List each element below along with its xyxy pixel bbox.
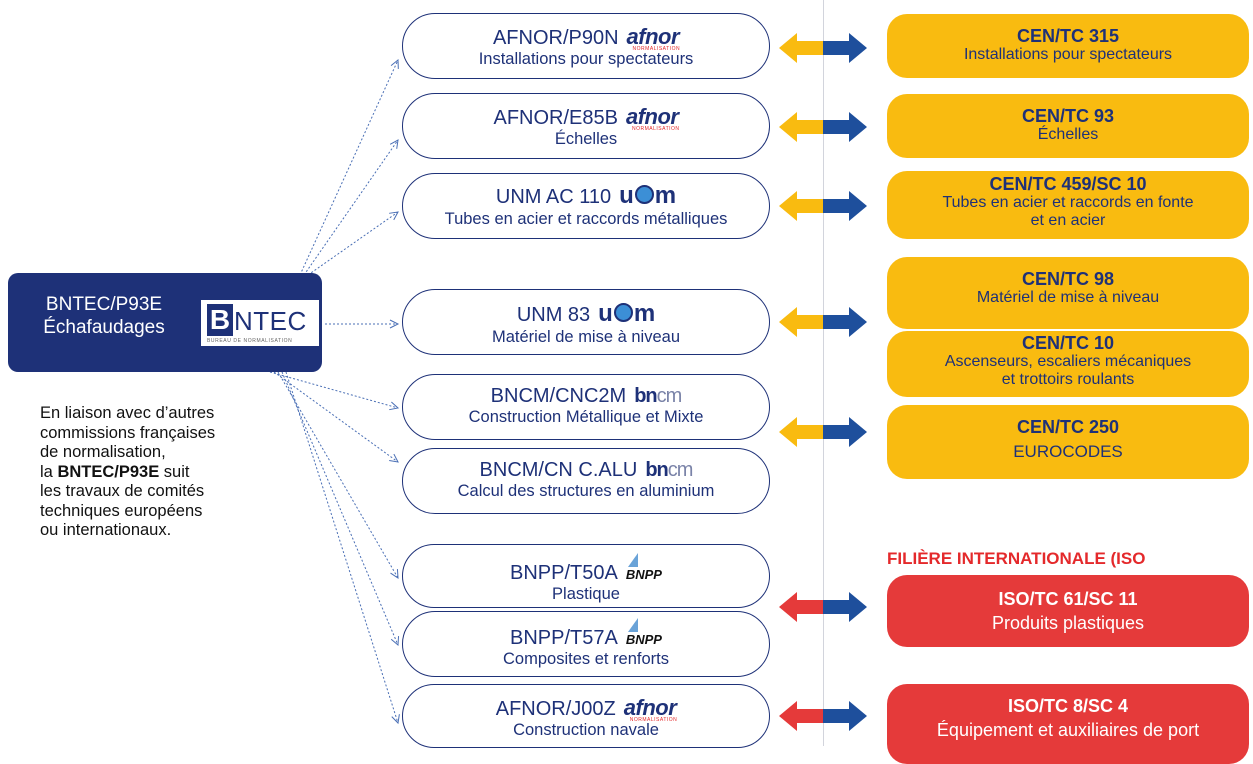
iso-box-tc8-sc4: ISO/TC 8/SC 4 Équipement et auxiliaires … <box>887 684 1249 764</box>
cen-box-tc315: CEN/TC 315 Installations pour spectateur… <box>887 14 1249 78</box>
cen-box-tc93: CEN/TC 93 Échelles <box>887 94 1249 158</box>
connector-line <box>307 211 399 276</box>
connector-arrowhead-icon <box>389 319 400 329</box>
column-divider <box>823 0 824 746</box>
bidirectional-arrow-icon <box>779 191 867 221</box>
bidirectional-arrow-icon <box>779 592 867 622</box>
center-code: BNTEC/P93E <box>45 294 163 315</box>
bncm-logo: bncm <box>634 385 682 407</box>
connector-line <box>303 139 399 276</box>
connector-line <box>299 59 399 276</box>
bidirectional-arrow-icon <box>779 112 867 142</box>
connector-arrowhead-icon <box>390 636 400 647</box>
bidirectional-arrow-icon <box>779 307 867 337</box>
connector-line <box>273 371 399 463</box>
connector-arrowhead-icon <box>389 453 399 463</box>
cen-box-tc98: CEN/TC 98 Matériel de mise à niveau <box>887 257 1249 329</box>
connector-arrowhead-icon <box>389 139 399 149</box>
bntec-committee-box: BNTEC/P93E Échafaudages B NTEC BUREAU DE… <box>8 273 322 372</box>
bnpp-logo: BNPP <box>626 618 662 647</box>
liaison-note: En liaison avec d’autres commissions fra… <box>40 404 216 539</box>
connector-arrowhead-icon <box>391 714 400 725</box>
bidirectional-arrow-icon <box>779 417 867 447</box>
bntec-logo: B NTEC BUREAU DE NORMALISATION <box>201 300 319 346</box>
bncm-logo: bncm <box>645 459 693 481</box>
iso-box-tc61-sc11: ISO/TC 61/SC 11 Produits plastiques <box>887 575 1249 647</box>
connector-arrowhead-icon <box>389 401 400 411</box>
cen-box-tc459-sc10: CEN/TC 459/SC 10 Tubes en acier et racco… <box>887 171 1249 239</box>
connector-arrowhead-icon <box>390 58 399 69</box>
international-heading: FILIÈRE INTERNATIONALE (ISO <box>887 549 1146 568</box>
connector-lines <box>269 58 400 725</box>
connector-line <box>281 371 399 646</box>
bidirectional-arrow-icon <box>779 701 867 731</box>
center-title: Échafaudages <box>43 317 165 338</box>
connector-arrowhead-icon <box>389 211 399 221</box>
connector-line <box>285 371 399 724</box>
connector-arrowhead-icon <box>390 569 399 579</box>
bidirectional-arrow-icon <box>779 33 867 63</box>
cen-box-tc10: CEN/TC 10 Ascenseurs, escaliers mécaniqu… <box>887 331 1249 397</box>
connector-line <box>269 371 399 409</box>
bnpp-logo: BNPP <box>626 553 662 582</box>
cen-box-tc250: CEN/TC 250 EUROCODES <box>887 405 1249 479</box>
